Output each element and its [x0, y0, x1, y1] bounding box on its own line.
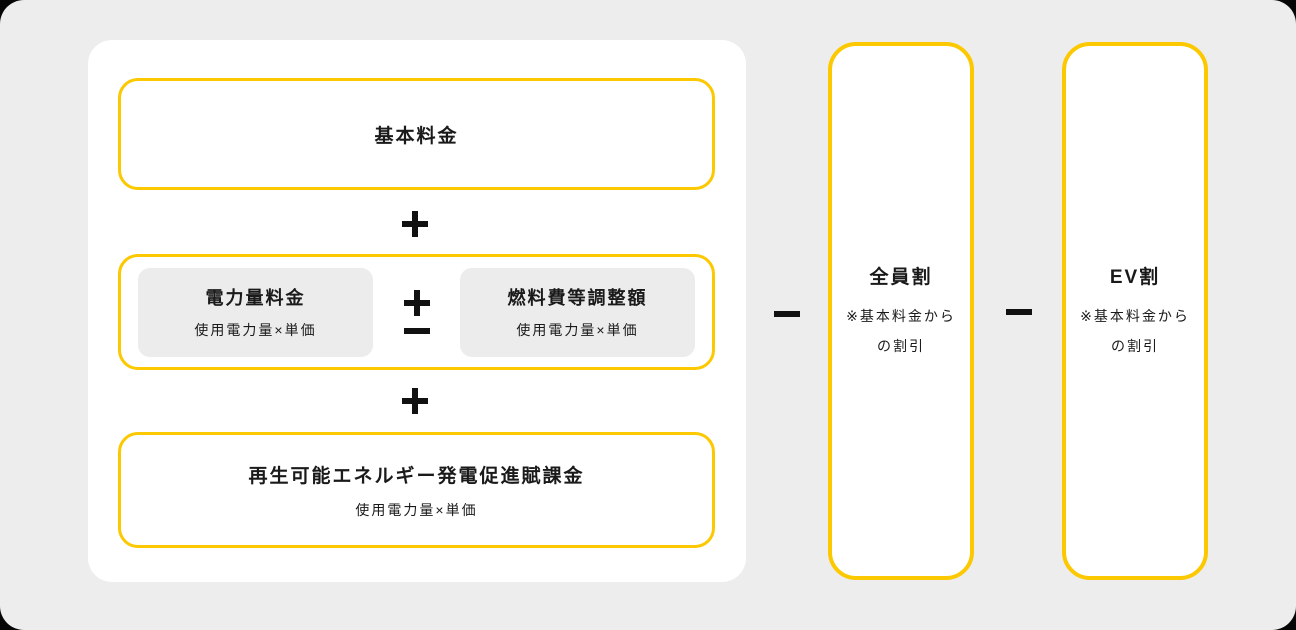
plus-minus-icon — [403, 290, 430, 334]
energy-charge-subtitle: 使用電力量×単価 — [194, 322, 317, 338]
zenin-discount-box: 全員割 ※基本料金から の割引 — [828, 42, 974, 580]
fuel-adjustment-subtitle: 使用電力量×単価 — [516, 322, 639, 338]
zenin-discount-note-line2: の割引 — [876, 337, 925, 354]
zenin-discount-note: ※基本料金から の割引 — [846, 301, 956, 361]
zenin-discount-title: 全員割 — [869, 266, 933, 288]
ev-discount-box: EV割 ※基本料金から の割引 — [1062, 42, 1208, 580]
energy-group-box: 電力量料金 使用電力量×単価 燃料費等調整額 使用電力量×単価 — [118, 254, 715, 370]
ev-discount-note: ※基本料金から の割引 — [1080, 301, 1190, 361]
energy-charge-chip: 電力量料金 使用電力量×単価 — [138, 267, 373, 357]
minus-icon — [1006, 309, 1032, 315]
energy-charge-title: 電力量料金 — [205, 288, 306, 308]
minus-part-icon — [403, 328, 430, 334]
fuel-adjustment-title: 燃料費等調整額 — [507, 288, 648, 308]
ev-discount-note-line2: の割引 — [1110, 337, 1159, 354]
plus-icon — [402, 211, 428, 237]
renewable-levy-box: 再生可能エネルギー発電促進賦課金 使用電力量×単価 — [118, 432, 715, 548]
plus-icon — [402, 388, 428, 414]
plus-part-icon — [404, 290, 430, 316]
zenin-discount-note-line1: ※基本料金から — [846, 307, 956, 324]
basic-fee-box: 基本料金 — [118, 78, 715, 190]
fuel-adjustment-chip: 燃料費等調整額 使用電力量×単価 — [460, 267, 695, 357]
fee-composition-panel: 基本料金 電力量料金 使用電力量×単価 燃料費等調整額 使用電力量×単価 — [88, 40, 746, 582]
renewable-levy-title: 再生可能エネルギー発電促進賦課金 — [248, 465, 585, 487]
minus-icon — [774, 311, 800, 317]
basic-fee-label: 基本料金 — [374, 125, 459, 147]
renewable-levy-subtitle: 使用電力量×単価 — [355, 501, 478, 518]
ev-discount-note-line1: ※基本料金から — [1080, 307, 1190, 324]
ev-discount-title: EV割 — [1109, 266, 1161, 288]
